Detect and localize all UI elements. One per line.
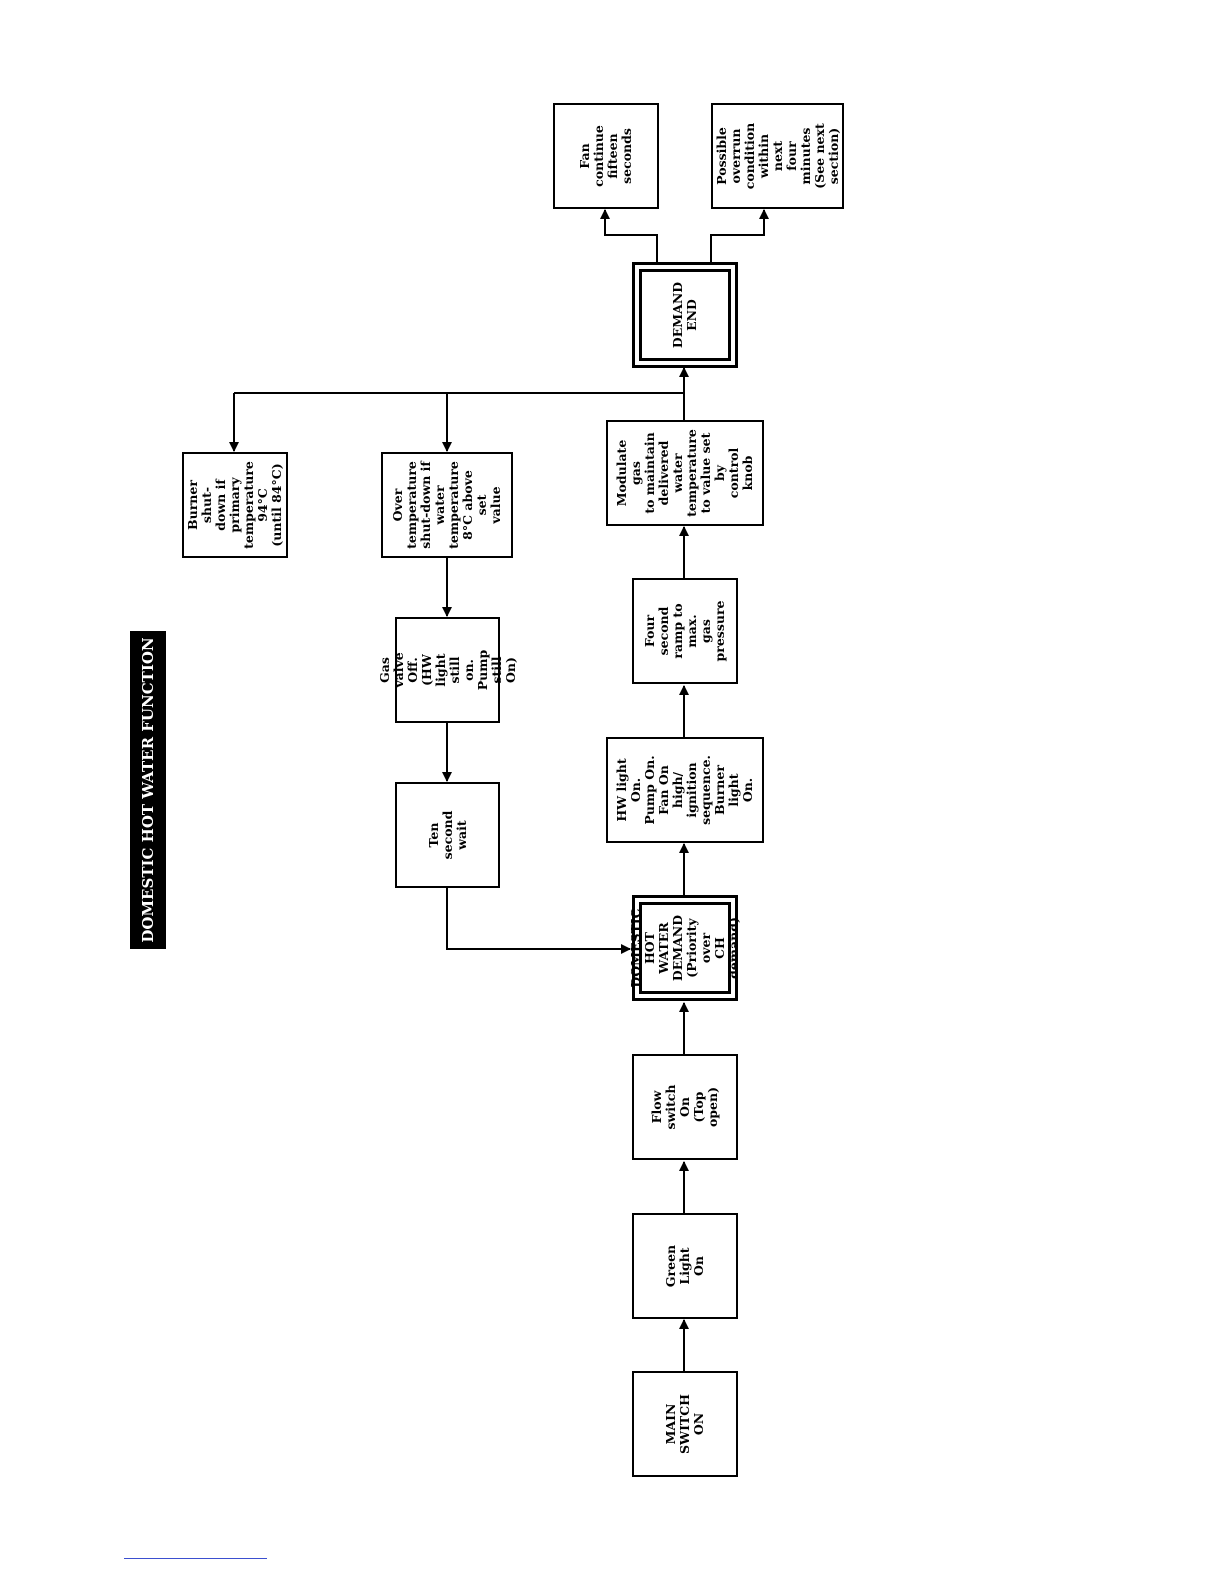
main-switch-box: MAIN SWITCH ON — [632, 1371, 738, 1477]
dhw-demand-box: DOMESTIC HOT WATER DEMAND (Priority over… — [628, 895, 741, 1001]
ten-second-wait-label: Ten second wait — [425, 810, 469, 860]
flow-switch-label: Flow switch On (Top open) — [649, 1084, 720, 1130]
dhw-demand-label: DOMESTIC HOT WATER DEMAND (Priority over… — [628, 908, 741, 988]
modulate-gas-label: Modulate gas to maintain delivered water… — [614, 429, 755, 517]
over-temperature-box: Over temperature shut-down if water temp… — [381, 452, 513, 558]
arrow-demandend-to-fan — [600, 209, 658, 262]
possible-overrun-label: Possible overrun condition within next f… — [713, 122, 841, 190]
hw-light-label: HW light On. Pump On. Fan On high/ ignit… — [614, 755, 755, 825]
four-second-label: Four second ramp to max. gas pressure — [642, 600, 727, 662]
gas-valve-off-box: Gas valve Off. (HW light still on. Pump … — [377, 617, 518, 723]
hw-light-box: HW light On. Pump On. Fan On high/ ignit… — [606, 737, 764, 843]
main-switch-label: MAIN SWITCH ON — [663, 1394, 706, 1454]
flow-switch-box: Flow switch On (Top open) — [632, 1054, 738, 1160]
over-temperature-label: Over temperature shut-down if water temp… — [390, 461, 503, 549]
demand-end-box: DEMAND END — [632, 262, 738, 368]
four-second-box: Four second ramp to max. gas pressure — [632, 578, 738, 684]
possible-overrun-box: Possible overrun condition within next f… — [711, 103, 844, 209]
modulate-gas-box: Modulate gas to maintain delivered water… — [606, 420, 764, 526]
demand-end-label: DEMAND END — [670, 281, 699, 349]
arrow-tensecond-to-demand — [446, 888, 631, 954]
gas-valve-off-label: Gas valve Off. (HW light still on. Pump … — [376, 649, 518, 691]
arrow-demandend-to-overrun — [710, 209, 769, 262]
green-light-box: Green Light On — [632, 1213, 738, 1319]
fan-continue-box: Fan continue fifteen seconds — [553, 103, 659, 209]
footer-rule — [124, 1558, 267, 1559]
burner-shutdown-box: Burner shut- down if primary temperature… — [182, 452, 288, 558]
fan-continue-label: Fan continue fifteen seconds — [577, 125, 634, 187]
burner-shutdown-label: Burner shut- down if primary temperature… — [185, 461, 284, 549]
ten-second-wait-box: Ten second wait — [395, 782, 500, 888]
page-title: DOMESTIC HOT WATER FUNCTION — [130, 631, 166, 949]
green-light-label: Green Light On — [663, 1244, 706, 1288]
